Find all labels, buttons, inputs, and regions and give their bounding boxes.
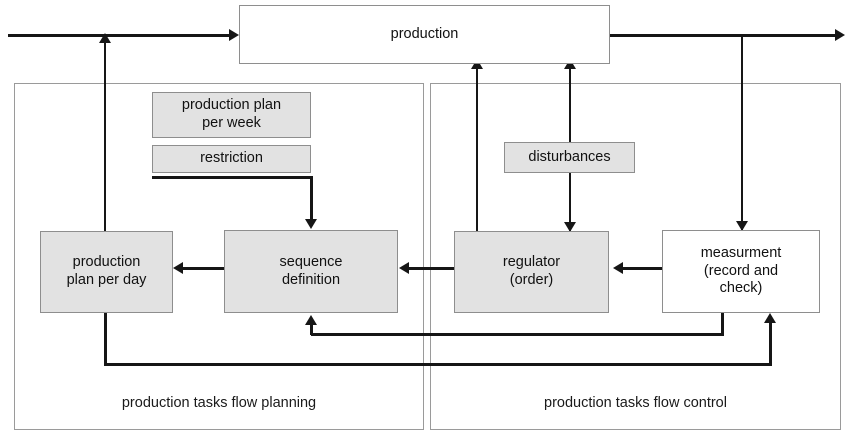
edge-disturbances-to-production-arrowhead (564, 59, 576, 69)
edge-plan-per-day-feedback-up (769, 322, 772, 365)
edge-regulator-to-sequence-arrowhead (399, 262, 409, 274)
edge-measurement-to-regulator-line (622, 267, 664, 270)
edge-plan-per-day-to-input-arrowhead (99, 33, 111, 43)
panel-label-control: production tasks flow control (544, 395, 727, 411)
edge-plan-per-day-feedback-hline (104, 363, 772, 366)
edge-measurement-feedback-hline (311, 333, 724, 336)
edge-sequence-to-plan-per-day-line (182, 267, 228, 270)
node-disturbances[interactable]: disturbances (504, 142, 635, 173)
node-regulator-label: regulator(order) (502, 254, 561, 288)
node-restriction-label: restriction (200, 150, 263, 167)
edge-production-to-measurement-arrowhead (736, 221, 748, 231)
edge-restriction-to-sequence-hline (152, 176, 313, 179)
edge-production-output-arrowhead (835, 29, 845, 41)
node-disturbances-label: disturbances (528, 148, 611, 165)
edge-plan-per-day-feedback-down (104, 312, 107, 366)
node-restriction[interactable]: restriction (152, 145, 311, 173)
edge-measurement-feedback-down (721, 312, 724, 336)
edge-restriction-to-sequence-vline (310, 176, 313, 224)
edge-disturbances-to-regulator-arrowhead (564, 222, 576, 232)
edge-external-input-arrowhead (229, 29, 239, 41)
node-production-label: production (390, 25, 459, 42)
edge-regulator-to-sequence-line (408, 267, 454, 270)
edge-regulator-to-production-line (476, 66, 478, 232)
edge-external-input-line (8, 34, 234, 37)
node-regulator[interactable]: regulator(order) (454, 231, 609, 313)
edge-production-output-line (610, 34, 838, 37)
panel-label-planning: production tasks flow planning (121, 395, 317, 411)
node-production[interactable]: production (239, 5, 610, 64)
panel-production-tasks-flow-control (430, 83, 841, 430)
edge-plan-per-day-to-input-line (104, 41, 106, 233)
edge-sequence-to-plan-per-day-arrowhead (173, 262, 183, 274)
edge-production-to-measurement-line (741, 35, 743, 231)
edge-measurement-feedback-up (310, 325, 313, 335)
edge-restriction-to-sequence-arrowhead (305, 219, 317, 229)
edge-plan-per-day-feedback-arrowhead (764, 313, 776, 323)
edge-measurement-to-regulator-arrowhead (613, 262, 623, 274)
edge-measurement-feedback-arrowhead (305, 315, 317, 325)
panel-production-tasks-flow-planning (14, 83, 424, 430)
edge-regulator-to-production-arrowhead (471, 59, 483, 69)
